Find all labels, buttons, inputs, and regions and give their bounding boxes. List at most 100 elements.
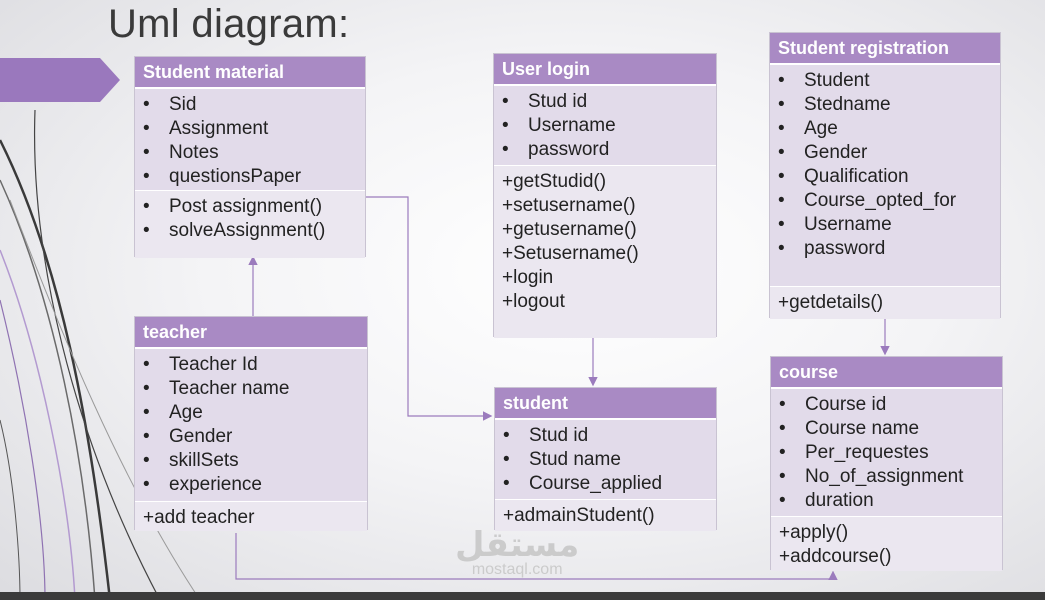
class-name: Student registration <box>770 33 1000 65</box>
attribute-item: • password <box>502 138 716 162</box>
attribute-text: Teacher name <box>169 378 290 399</box>
attribute-item: •Age <box>143 401 367 425</box>
operation-item: +getStudid() <box>502 170 716 194</box>
attribute-text: password <box>528 139 610 160</box>
attribute-text: Stedname <box>804 94 891 115</box>
bullet-icon: • <box>502 91 509 112</box>
operations: • Post assignment() • solveAssignment() <box>135 191 365 258</box>
arrow-material-to-student <box>365 196 493 421</box>
operation-item: +admainStudent() <box>503 504 716 528</box>
attribute-text: questionsPaper <box>169 166 302 187</box>
attribute-item: • Stud name <box>503 448 716 472</box>
attribute-item: •Qualification <box>778 165 1000 189</box>
attribute-text: Stud id <box>529 425 589 446</box>
operation-text: +admainStudent() <box>503 505 655 526</box>
attribute-item: •password <box>778 237 1000 261</box>
bullet-icon: • <box>779 394 786 415</box>
bullet-icon: • <box>143 402 150 423</box>
class-name: teacher <box>135 317 367 349</box>
attribute-item: •Course name <box>779 417 1002 441</box>
bullet-icon: • <box>503 449 510 470</box>
attribute-text: Username <box>528 115 616 136</box>
operation-text: +getusername() <box>502 219 637 240</box>
operation-item: +addcourse() <box>779 545 1002 569</box>
bullet-icon: • <box>143 166 150 187</box>
bullet-icon: • <box>502 115 509 136</box>
bullet-icon: • <box>503 473 510 494</box>
bullet-icon: • <box>778 118 785 139</box>
attribute-text: Notes <box>169 142 219 163</box>
attribute-text: skillSets <box>169 450 239 471</box>
attribute-text: Per_requestes <box>805 442 929 463</box>
bullet-icon: • <box>143 378 150 399</box>
watermark: مستقل mostaql.com <box>455 525 579 579</box>
attribute-item: •experience <box>143 473 367 497</box>
operation-item: • solveAssignment() <box>143 219 365 243</box>
bullet-icon: • <box>778 166 785 187</box>
bullet-icon: • <box>502 139 509 160</box>
operation-item: +add teacher <box>143 506 367 530</box>
attribute-text: Sid <box>169 94 197 115</box>
attribute-item: • Gender <box>778 141 1000 165</box>
bullet-icon: • <box>503 425 510 446</box>
class-name: Student material <box>135 57 365 89</box>
bullet-icon: • <box>778 70 785 91</box>
operation-text: solveAssignment() <box>169 220 326 241</box>
operation-text: +apply() <box>779 522 849 543</box>
attribute-item: • Age <box>778 117 1000 141</box>
attribute-text: Course_applied <box>529 473 663 494</box>
attribute-item: •Course_opted_for <box>778 189 1000 213</box>
bullet-icon: • <box>143 354 150 375</box>
attribute-text: Student <box>804 70 870 91</box>
slide-title: Uml diagram: <box>108 2 350 46</box>
operations: +apply() +addcourse() <box>771 517 1002 571</box>
bullet-icon: • <box>143 94 150 115</box>
attribute-item: •Stud id <box>502 90 716 114</box>
bullet-icon: • <box>143 118 150 139</box>
attribute-item: •Gender <box>143 425 367 449</box>
bullet-icon: • <box>779 418 786 439</box>
attribute-text: Gender <box>804 142 868 163</box>
bottom-bar <box>0 592 1045 600</box>
operation-text: +addcourse() <box>779 546 892 567</box>
attribute-text: Gender <box>169 426 233 447</box>
attribute-text: Age <box>804 118 838 139</box>
attribute-item: • Course id <box>779 393 1002 417</box>
class-user-login: User login •Stud id•Username•password +g… <box>493 53 717 338</box>
attributes: •Sid•Assignment•Notes•questionsPaper <box>135 89 365 191</box>
bullet-icon: • <box>778 142 785 163</box>
bullet-icon: • <box>779 442 786 463</box>
bullet-icon: • <box>143 196 150 217</box>
watermark-latin: mostaql.com <box>471 561 563 578</box>
operation-item: +setusername() <box>502 194 716 218</box>
operation-text: +logout <box>502 291 565 312</box>
attribute-item: • Notes <box>143 141 365 165</box>
operation-text: +getdetails() <box>778 292 884 313</box>
attribute-item: •No_of_assignment <box>779 465 1002 489</box>
attribute-item: •Teacher Id <box>143 353 367 377</box>
operations: +add teacher <box>135 502 367 531</box>
operation-item: +getusername() <box>502 218 716 242</box>
attributes: •Stud id•Username•password <box>494 86 716 166</box>
attribute-text: Course id <box>805 394 887 415</box>
bullet-icon: • <box>143 142 150 163</box>
attributes: • Stud id • Stud name • Course_applied <box>495 420 716 500</box>
attribute-text: experience <box>169 474 262 495</box>
bullet-icon: • <box>143 220 150 241</box>
operation-text: +Setusername() <box>502 243 639 264</box>
bullet-icon: • <box>778 94 785 115</box>
attribute-item: • questionsPaper <box>143 165 365 189</box>
attribute-item: • Sid <box>143 93 365 117</box>
class-course: course •Course id•Course name•Per_reques… <box>770 356 1003 571</box>
attribute-item: • Stedname <box>778 93 1000 117</box>
attribute-text: Username <box>804 214 892 235</box>
operation-text: Post assignment() <box>169 196 323 217</box>
attributes: • Course id•Course name• Per_requestes•No_… <box>771 389 1002 517</box>
attribute-text: password <box>804 238 886 259</box>
attribute-text: Stud name <box>529 449 621 470</box>
operation-item: +login <box>502 266 716 290</box>
operations: +getStudid()+setusername()+getusername()… <box>494 166 716 338</box>
class-teacher: teacher •Teacher Id•Teacher name•Age•Gen… <box>134 316 368 531</box>
